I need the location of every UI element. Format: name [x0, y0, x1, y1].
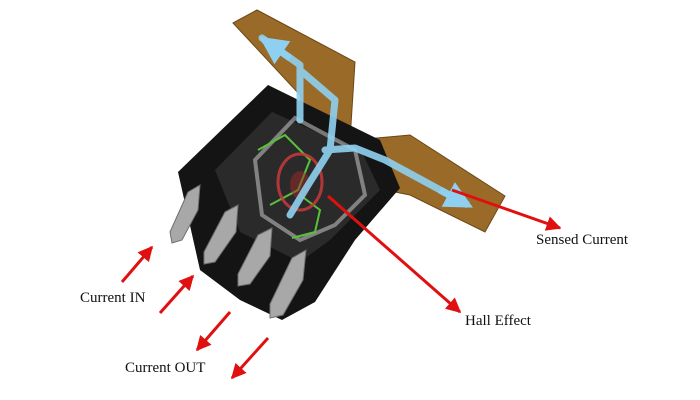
pins — [169, 184, 307, 319]
current-in-label: Current IN — [80, 290, 146, 306]
sensed-current-arrow — [451, 188, 562, 231]
current-out-arrow-2 — [230, 336, 270, 380]
current-in-arrow-2 — [158, 274, 195, 314]
current-flow-arrow-top — [259, 36, 292, 65]
hall-element — [276, 152, 324, 212]
hall-effect-arrow — [327, 194, 462, 314]
current-out-arrow-1 — [195, 311, 232, 352]
pin-2 — [203, 204, 239, 265]
current-out-label: Current OUT — [125, 360, 206, 376]
sensed-current-label: Sensed Current — [536, 232, 629, 248]
current-in-arrow-1 — [120, 245, 154, 283]
pin-1 — [169, 184, 201, 244]
current-flow-arrow-right — [438, 182, 473, 209]
pin-4 — [269, 249, 307, 319]
sensor-trace-green — [257, 133, 322, 239]
pin-3 — [237, 227, 273, 287]
hall-effect-label: Hall Effect — [465, 313, 531, 329]
die-frame — [252, 115, 368, 243]
